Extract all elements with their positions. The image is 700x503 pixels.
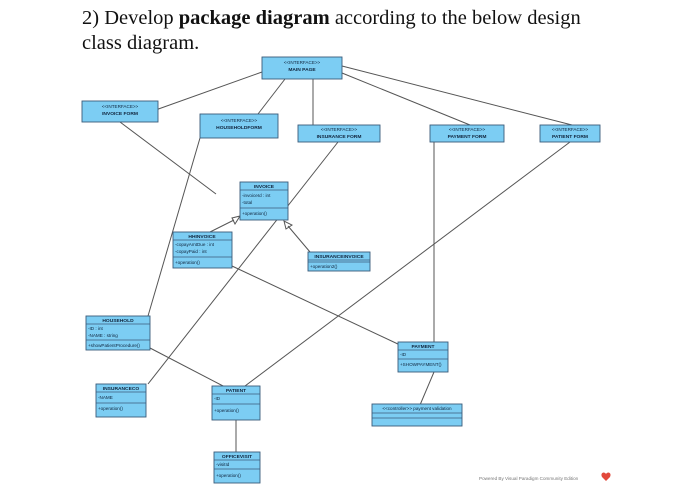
visual-paradigm-logo-icon — [601, 472, 611, 481]
payment-form-interface: <<INTERFACE>> PAYMENT FORM — [429, 124, 505, 143]
hhinvoice-class: HHINVOICE -copayAmtDue : int -copayPaid … — [172, 231, 233, 269]
household-op-1: +showPatientProcedure() — [88, 343, 140, 348]
main-page-stereotype: <<INTERFACE>> — [284, 60, 321, 65]
edge-patientform-patient — [244, 141, 571, 387]
insurance-form-name: INSURANCE FORM — [317, 134, 362, 140]
patient-attr-1: -ID — [214, 396, 221, 401]
insurance-co-class: INSURANCECO -NAME +operation() — [95, 383, 147, 418]
insurance-invoice-name: INSURANCEINVOICE — [314, 254, 364, 260]
edge-insuranceinvoice-invoice — [287, 225, 311, 253]
hhinvoice-name: HHINVOICE — [188, 234, 216, 240]
payment-name: PAYMENT — [411, 344, 434, 350]
invoice-name: INVOICE — [254, 184, 275, 190]
edge-hhinvoice-payment — [231, 265, 401, 346]
household-form-stereotype: <<INTERFACE>> — [221, 118, 258, 123]
office-visit-op-1: +operation() — [216, 473, 241, 478]
office-visit-name: OFFICEVISIT — [222, 454, 252, 460]
invoice-class: INVOICE -invoiceId : int -total +operati… — [239, 181, 289, 221]
edge-insuranceform-insuranceco — [147, 141, 339, 385]
hhinvoice-op-1: +operation() — [175, 260, 200, 265]
office-visit-attr-1: -visitId — [216, 462, 230, 467]
patient-form-name: PATIENT FORM — [552, 134, 588, 140]
insurance-co-name: INSURANCECO — [103, 386, 140, 392]
payment-class: PAYMENT -ID +SHOWPAYMENT() — [397, 341, 449, 373]
payment-validation-controller: <<controller>> payment validation — [371, 403, 463, 427]
diagram-edges — [119, 65, 573, 452]
patient-class: PATIENT -ID +operation() — [211, 385, 261, 421]
household-form-interface: <<INTERFACE>> HOUSEHOLDFORM — [199, 113, 279, 139]
household-form-name: HOUSEHOLDFORM — [216, 125, 262, 131]
generalization-arrow-1 — [231, 215, 242, 226]
heading-bold: package diagram — [178, 7, 330, 29]
invoice-form-stereotype: <<INTERFACE>> — [102, 104, 139, 109]
edge-main-paymentform — [341, 72, 471, 126]
invoice-attr-1: -invoiceId : int — [242, 193, 271, 198]
payment-attr-1: -ID — [400, 352, 407, 357]
edge-household-patient — [149, 347, 226, 388]
edge-main-patientform — [341, 65, 573, 126]
heading-prefix: 2) Develop — [82, 7, 179, 29]
generalization-arrow-2 — [283, 220, 293, 230]
household-attr-2: -NAME : string — [88, 333, 118, 338]
invoice-attr-2: -total — [242, 200, 252, 205]
invoice-op-1: +operation() — [242, 211, 267, 216]
invoice-form-interface: <<INTERFACE>> INVOICE FORM — [81, 100, 159, 123]
hhinvoice-attr-1: -copayAmtDue : int — [175, 242, 215, 247]
patient-name: PATIENT — [226, 388, 246, 394]
insurance-invoice-class: INSURANCEINVOICE +operation2() — [307, 251, 371, 272]
main-page-interface: <<INTERFACE>> MAIN PAGE — [261, 56, 343, 80]
household-name: HOUSEHOLD — [102, 318, 134, 324]
household-attr-1: -ID : int — [88, 326, 104, 331]
heading-line2: class diagram. — [82, 32, 200, 54]
payment-form-stereotype: <<INTERFACE>> — [449, 127, 486, 132]
footer-credit: Powered By Visual Paradigm Community Edi… — [479, 476, 579, 481]
payment-op-1: +SHOWPAYMENT() — [400, 362, 442, 367]
insurance-co-op-1: +operation() — [98, 406, 123, 411]
invoice-form-name: INVOICE FORM — [102, 111, 138, 117]
edge-main-householdform — [257, 78, 286, 115]
insurance-invoice-op-1: +operation2() — [310, 264, 338, 269]
edge-hhinvoice-invoice — [209, 219, 235, 233]
question-heading: 2) Develop package diagram according to … — [82, 6, 682, 56]
insurance-form-stereotype: <<INTERFACE>> — [321, 127, 358, 132]
hhinvoice-attr-2: -copayPaid : int — [175, 249, 207, 254]
edge-invoiceform-insuranceinvoice — [119, 121, 217, 195]
office-visit-class: OFFICEVISIT -visitId +operation() — [213, 451, 261, 484]
main-page-name: MAIN PAGE — [288, 67, 316, 73]
insurance-form-interface: <<INTERFACE>> INSURANCE FORM — [297, 124, 381, 143]
edge-householdform-household — [147, 137, 201, 317]
edge-main-invoiceform — [149, 71, 263, 113]
patient-op-1: +operation() — [214, 408, 239, 413]
edge-payment-validation — [419, 371, 435, 406]
patient-form-stereotype: <<INTERFACE>> — [552, 127, 589, 132]
patient-form-interface: <<INTERFACE>> PATIENT FORM — [539, 124, 601, 143]
household-class: HOUSEHOLD -ID : int -NAME : string +show… — [85, 315, 151, 351]
heading-suffix: according to the below design — [329, 7, 581, 29]
insurance-co-attr-1: -NAME — [98, 395, 113, 400]
payment-form-name: PAYMENT FORM — [448, 134, 487, 140]
payment-validation-name: <<controller>> payment validation — [382, 406, 452, 411]
